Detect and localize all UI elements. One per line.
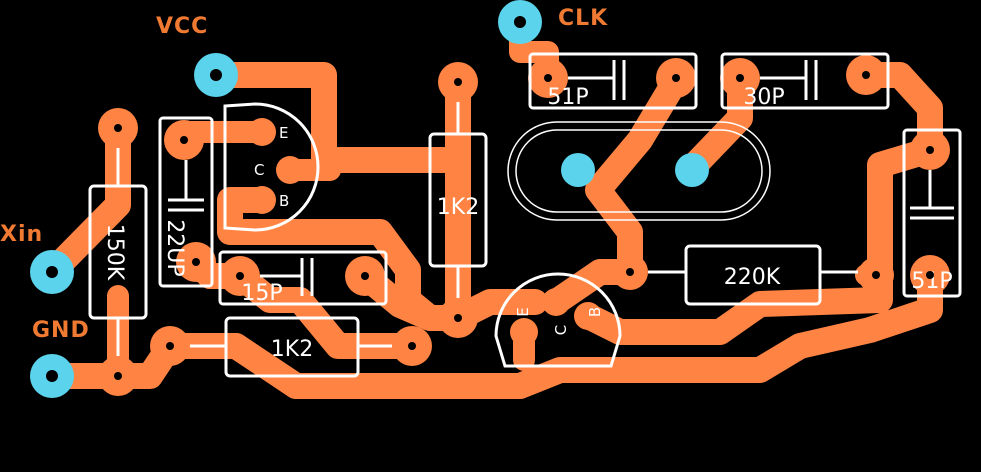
- gnd-label: GND: [32, 318, 90, 343]
- q1-pin-e: E: [279, 124, 288, 142]
- c-51p-top-body: [528, 52, 698, 110]
- r-220k-body: [684, 244, 822, 306]
- clk-terminal-hole: [514, 16, 526, 28]
- q2-pin-b: B: [586, 307, 604, 317]
- pad-q1-e: [248, 118, 276, 146]
- r-1k2-top-label: 1K2: [437, 195, 479, 220]
- vcc-terminal-hole: [210, 69, 222, 81]
- pad-q1-b: [248, 186, 276, 214]
- pad-q2-b: [574, 302, 602, 330]
- pad-q2-c: [542, 288, 570, 316]
- trace-base-bottom: [575, 62, 943, 345]
- crystal-outline-inner: [515, 129, 763, 213]
- q2-pin-e: E: [514, 307, 532, 316]
- crystal-pin-1: [561, 153, 595, 187]
- c-15p-label: 15P: [241, 281, 282, 306]
- c-22u-body: [158, 116, 214, 288]
- trace-vcc: [203, 62, 471, 173]
- gnd-terminal-hole: [46, 370, 58, 382]
- q1-body: [223, 102, 320, 232]
- xin-terminal-hole: [46, 266, 58, 278]
- terminals: [30, 0, 542, 398]
- crystal-pin-2: [675, 153, 709, 187]
- q2-pin-c: C: [552, 325, 570, 335]
- trace-collector-bottom: [543, 67, 689, 315]
- xin-label: Xin: [0, 222, 44, 247]
- q1-pin-c: C: [254, 161, 264, 179]
- crystal-outline-outer: [507, 121, 771, 221]
- c-30p-label: 30P: [743, 85, 784, 110]
- pad-q2-e: [510, 318, 538, 346]
- c-22u-label: 22UP: [162, 219, 187, 276]
- q2-body: [494, 272, 622, 368]
- c-15p-body: [218, 250, 388, 306]
- r-1k2-bottom-label: 1K2: [271, 337, 313, 362]
- clk-label: CLK: [558, 6, 609, 31]
- r-220k-label: 220K: [724, 265, 781, 290]
- vcc-label: VCC: [156, 14, 209, 39]
- trace-bottom-long: [157, 262, 943, 399]
- c-51p-right-body: [902, 128, 962, 298]
- r-150k-label: 150K: [102, 224, 127, 281]
- c-30p-body: [720, 52, 890, 110]
- pad-q1-c: [276, 156, 304, 184]
- pad-holes: [114, 71, 934, 380]
- silkscreen: 150K 22UP E C B 1K2 15P 1K2 51P: [88, 52, 962, 378]
- c-51p-top-label: 51P: [547, 85, 588, 110]
- q1-pin-b: B: [279, 192, 289, 210]
- crystal: [507, 121, 771, 221]
